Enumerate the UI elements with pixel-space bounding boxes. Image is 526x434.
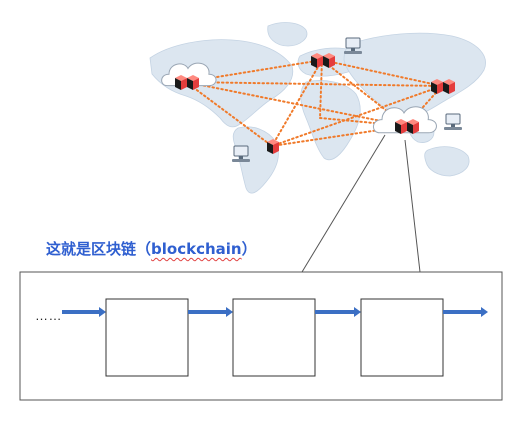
network-link: [271, 85, 443, 147]
node-cluster-north-a: [311, 53, 323, 68]
chain-arrow-link: [315, 307, 361, 317]
cube-front: [413, 122, 419, 134]
map-greenland: [267, 22, 308, 47]
cube-front: [437, 82, 443, 94]
network-link: [185, 81, 273, 147]
chain-block: [105, 298, 189, 377]
cube-front: [329, 56, 335, 68]
computer-terminal-north: [344, 37, 362, 54]
map-asia: [343, 32, 486, 117]
title-chinese: 这就是区块链: [46, 240, 137, 258]
arrow-head: [481, 307, 488, 317]
cube-front: [449, 82, 455, 94]
title-english: blockchain: [151, 240, 242, 258]
monitor-screen: [233, 145, 249, 157]
node-cluster-east-b: [443, 79, 455, 94]
node-cluster-southeast-b: [407, 119, 419, 134]
world-map: [149, 22, 486, 194]
computer-terminal-south: [232, 145, 250, 162]
monitor-screen: [345, 37, 361, 49]
cube-side: [187, 78, 193, 90]
cloud-shape: [372, 106, 437, 134]
map-australia: [424, 146, 470, 177]
keyboard: [444, 127, 462, 130]
monitor-screen: [445, 113, 461, 125]
chain-arrow-link: [188, 307, 233, 317]
node-cluster-east-a: [431, 79, 443, 94]
monitor-stand: [451, 124, 455, 127]
diagram-title: 这就是区块链（blockchain）: [46, 238, 257, 259]
node-cluster-west-b: [187, 75, 199, 90]
network-link: [271, 59, 323, 147]
cube-front: [193, 78, 199, 90]
network-link: [321, 59, 443, 87]
chain-blocks: [62, 298, 488, 377]
cube-front: [273, 142, 279, 154]
computer-terminal-east: [444, 113, 462, 130]
network-link: [185, 81, 443, 87]
cube-side: [395, 122, 401, 134]
node-cluster-west-a: [175, 75, 187, 90]
monitor-stand: [351, 48, 355, 51]
callout-line-right: [404, 139, 421, 273]
cube-side: [175, 78, 181, 90]
chain-ellipsis: ……: [35, 308, 62, 323]
network-nodes: [175, 53, 455, 154]
cube-front: [401, 122, 407, 134]
chain-arrow-out: [443, 307, 488, 317]
node-cluster-north-b: [323, 53, 335, 68]
cube-side: [267, 142, 273, 154]
network-link: [319, 59, 323, 119]
callout-line-left: [301, 134, 386, 273]
chain-block: [360, 298, 444, 377]
cube-front: [181, 78, 187, 90]
monitor-stand: [239, 156, 243, 159]
title-close-paren: ）: [241, 240, 257, 258]
cube-side: [311, 56, 317, 68]
chain-arrow-in: [62, 307, 106, 317]
cube-side: [323, 56, 329, 68]
zoom-callout: [301, 134, 421, 273]
cube-side: [443, 82, 449, 94]
node-south: [267, 139, 279, 154]
arrow-head: [354, 307, 361, 317]
chain-block: [232, 298, 316, 377]
cloud-node-east: [372, 106, 437, 134]
keyboard: [232, 159, 250, 162]
keyboard: [344, 51, 362, 54]
title-open-paren: （: [136, 240, 152, 258]
arrow-head: [226, 307, 233, 317]
cube-side: [431, 82, 437, 94]
arrow-head: [99, 307, 106, 317]
cube-side: [407, 122, 413, 134]
cube-front: [317, 56, 323, 68]
node-cluster-southeast-a: [395, 119, 407, 134]
computer-terminals: [232, 37, 462, 162]
